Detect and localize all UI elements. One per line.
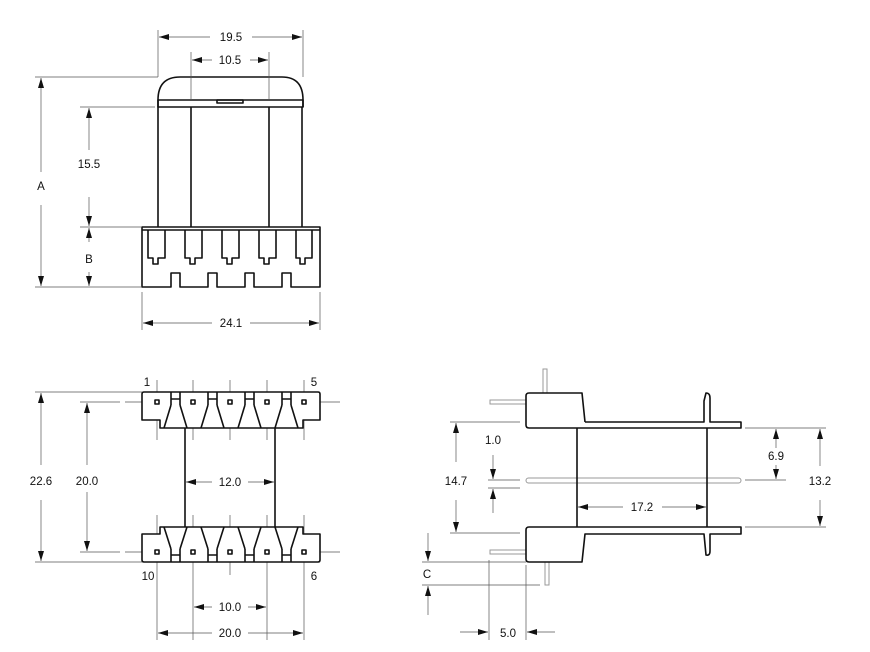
bottom-flange-side bbox=[525, 526, 742, 563]
bottom-view: 1 5 10 6 22.6 20.0 12.0 10.0 20.0 bbox=[30, 377, 340, 640]
dim-20-0-vertical: 20.0 bbox=[76, 476, 98, 488]
side-view: 14.7 1.0 6.9 13.2 17.2 C 5.0 bbox=[422, 368, 831, 640]
dim-5-0: 5.0 bbox=[500, 628, 516, 640]
top-notch bbox=[216, 99, 244, 104]
dim-14-7: 14.7 bbox=[445, 476, 467, 488]
label-C: C bbox=[423, 569, 431, 581]
dim-1-0: 1.0 bbox=[485, 435, 501, 447]
top-cap bbox=[157, 76, 304, 107]
dim-10-0: 10.0 bbox=[219, 602, 241, 614]
dim-12-0: 12.0 bbox=[219, 477, 241, 489]
core-legs bbox=[157, 107, 303, 227]
label-A: A bbox=[37, 181, 45, 193]
top-view: 19.5 10.5 A 15.5 B 24.1 bbox=[35, 30, 321, 330]
dim-13-2: 13.2 bbox=[809, 476, 831, 488]
side-pins bbox=[489, 368, 742, 586]
dim-20-0-horizontal: 20.0 bbox=[219, 628, 241, 640]
pin-label-6: 6 bbox=[311, 571, 317, 583]
pin-label-1: 1 bbox=[144, 377, 150, 389]
top-block bbox=[529, 392, 586, 423]
dim-15-5: 15.5 bbox=[78, 159, 100, 171]
pins-bottom bbox=[154, 549, 307, 555]
base bbox=[141, 226, 321, 288]
dim-19-5: 19.5 bbox=[220, 32, 242, 44]
pin-label-10: 10 bbox=[142, 571, 155, 583]
dim-17-2: 17.2 bbox=[631, 502, 653, 514]
dim-6-9: 6.9 bbox=[768, 451, 784, 463]
pins-top bbox=[154, 399, 307, 405]
bottom-flange bbox=[141, 526, 321, 563]
pin-label-5: 5 bbox=[311, 377, 317, 389]
dim-22-6: 22.6 bbox=[30, 476, 52, 488]
core-outline bbox=[184, 428, 276, 527]
label-B: B bbox=[85, 254, 93, 266]
dim-10-5: 10.5 bbox=[219, 55, 241, 67]
core-side bbox=[576, 428, 708, 527]
top-flange-side bbox=[525, 392, 742, 429]
dim-24-1: 24.1 bbox=[220, 318, 242, 330]
top-flange bbox=[141, 391, 321, 429]
